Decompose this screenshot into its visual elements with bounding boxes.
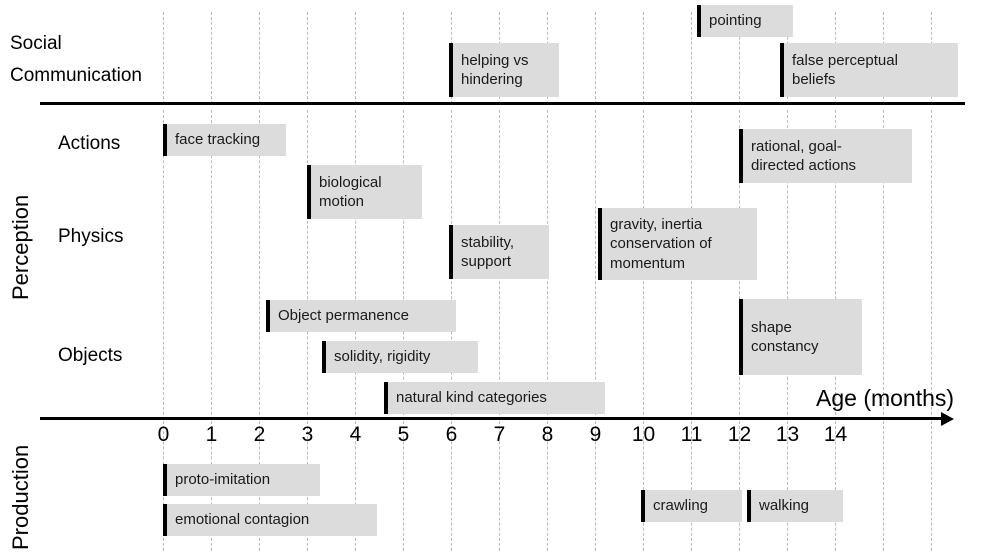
- bar-label-false-perceptual-beliefs: false perceptual beliefs: [792, 51, 898, 88]
- x-tick-label-12: 12: [727, 423, 752, 446]
- x-tick-label-4: 4: [349, 423, 362, 446]
- gridline-month-12: [739, 12, 740, 104]
- x-axis-line: [40, 417, 943, 420]
- bar-label-biological-motion: biological motion: [319, 173, 382, 210]
- x-axis-arrow-icon: [941, 412, 954, 426]
- gridline-month-11: [691, 421, 692, 551]
- gridline-month-5: [403, 110, 404, 415]
- gridline-month-10: [643, 421, 644, 551]
- gridline-month-8: [547, 421, 548, 551]
- gridline-month-1: [211, 110, 212, 415]
- bar-label-crawling: crawling: [653, 497, 709, 515]
- bar-pointing[interactable]: pointing: [697, 5, 793, 37]
- bar-crawling[interactable]: crawling: [641, 490, 742, 522]
- bar-label-object-permanence: Object permanence: [278, 307, 409, 325]
- bar-shape-constancy[interactable]: shape constancy: [739, 299, 862, 375]
- gridline-month-3: [307, 12, 308, 104]
- bar-label-proto-imitation: proto-imitation: [175, 471, 271, 489]
- gridline-month-2: [259, 110, 260, 415]
- bar-label-stability-support: stability, support: [461, 233, 515, 270]
- bar-label-walking: walking: [759, 497, 810, 515]
- row-label-physics: Physics: [58, 226, 124, 247]
- bar-object-permanence[interactable]: Object permanence: [266, 300, 456, 332]
- bar-gravity-inertia[interactable]: gravity, inertia conservation of momentu…: [598, 208, 757, 280]
- bar-label-natural-kind-categories: natural kind categories: [396, 389, 547, 407]
- gridline-month-5: [403, 12, 404, 104]
- gridline-month-16: [931, 421, 932, 551]
- x-tick-label-7: 7: [493, 423, 506, 446]
- gridline-month-1: [211, 12, 212, 104]
- gridline-month-13: [787, 110, 788, 415]
- gridline-month-15: [883, 421, 884, 551]
- gridline-month-0: [163, 12, 164, 104]
- x-tick-label-1: 1: [205, 423, 218, 446]
- gridline-month-9: [595, 421, 596, 551]
- bar-face-tracking[interactable]: face tracking: [163, 124, 286, 156]
- gridline-month-12: [739, 421, 740, 551]
- x-tick-label-9: 9: [589, 423, 602, 446]
- bar-helping-vs-hindering[interactable]: helping vs hindering: [449, 43, 559, 97]
- gridline-month-15: [883, 110, 884, 415]
- bar-natural-kind-categories[interactable]: natural kind categories: [384, 382, 605, 414]
- row-label-social-line2: Communication: [10, 65, 142, 86]
- gridline-month-11: [691, 12, 692, 104]
- x-tick-label-10: 10: [631, 423, 656, 446]
- gridline-month-3: [307, 110, 308, 415]
- x-tick-label-5: 5: [397, 423, 410, 446]
- gridline-month-4: [355, 12, 356, 104]
- bar-proto-imitation[interactable]: proto-imitation: [163, 464, 320, 496]
- row-label-objects: Objects: [58, 345, 123, 366]
- bar-walking[interactable]: walking: [747, 490, 843, 522]
- section-label-production: Production: [8, 444, 33, 550]
- bar-rational-goal-directed-actions[interactable]: rational, goal- directed actions: [739, 129, 912, 183]
- x-tick-label-2: 2: [253, 423, 266, 446]
- gridline-month-10: [643, 12, 644, 104]
- gridline-month-9: [595, 110, 596, 415]
- x-tick-label-11: 11: [680, 423, 703, 446]
- gridline-month-4: [355, 421, 356, 551]
- gridline-month-14: [835, 421, 836, 551]
- gridline-month-13: [787, 421, 788, 551]
- bar-label-face-tracking: face tracking: [175, 131, 261, 149]
- bar-solidity-rigidity[interactable]: solidity, rigidity: [322, 341, 478, 373]
- x-tick-label-3: 3: [301, 423, 314, 446]
- row-label-actions: Actions: [58, 133, 121, 154]
- gridline-month-7: [499, 421, 500, 551]
- bar-false-perceptual-beliefs[interactable]: false perceptual beliefs: [780, 43, 958, 97]
- bar-label-emotional-contagion: emotional contagion: [175, 511, 310, 529]
- gridline-month-6: [451, 421, 452, 551]
- bar-label-rational-goal-directed-actions: rational, goal- directed actions: [751, 137, 857, 174]
- x-tick-label-8: 8: [541, 423, 554, 446]
- gridline-month-16: [931, 110, 932, 415]
- bar-label-pointing: pointing: [709, 12, 762, 30]
- x-tick-label-14: 14: [823, 423, 848, 446]
- gridline-month-9: [595, 12, 596, 104]
- bar-label-solidity-rigidity: solidity, rigidity: [334, 348, 431, 366]
- x-tick-label-13: 13: [775, 423, 800, 446]
- x-tick-label-6: 6: [445, 423, 458, 446]
- gridline-month-0: [163, 110, 164, 415]
- section-label-perception: Perception: [8, 194, 33, 300]
- bar-biological-motion[interactable]: biological motion: [307, 165, 422, 219]
- bar-label-helping-vs-hindering: helping vs hindering: [461, 51, 529, 88]
- x-axis-title: Age (months): [816, 385, 955, 411]
- gridline-month-2: [259, 12, 260, 104]
- x-tick-label-0: 0: [157, 423, 170, 446]
- gridline-month-14: [835, 110, 836, 415]
- row-label-social-line1: Social: [10, 33, 62, 54]
- bar-label-shape-constancy: shape constancy: [751, 318, 819, 355]
- bar-emotional-contagion[interactable]: emotional contagion: [163, 504, 377, 536]
- gridline-month-5: [403, 421, 404, 551]
- separator-rule-top: [40, 102, 965, 105]
- bar-label-gravity-inertia: gravity, inertia conservation of momentu…: [610, 216, 712, 272]
- gridline-month-4: [355, 110, 356, 415]
- bar-stability-support[interactable]: stability, support: [449, 225, 549, 279]
